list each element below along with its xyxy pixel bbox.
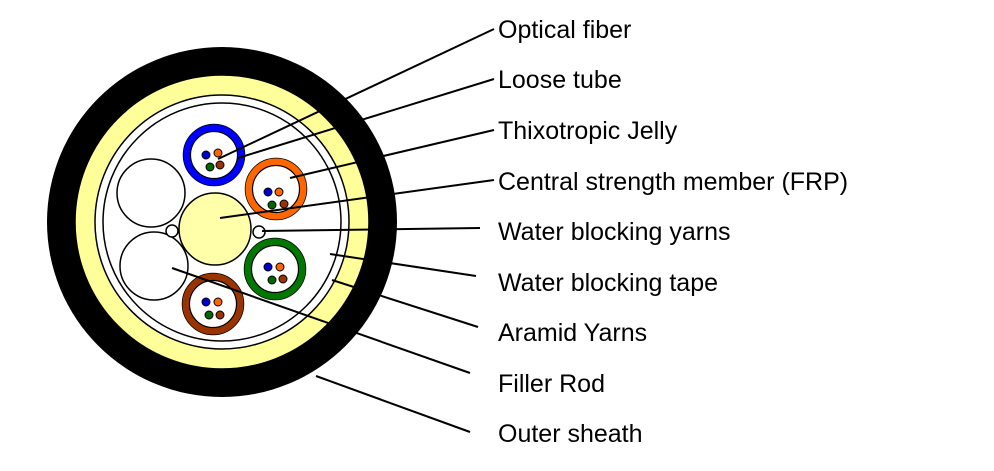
label-central-strength-member: Central strength member (FRP)	[498, 168, 848, 196]
label-loose-tube: Loose tube	[498, 66, 622, 94]
label-outer-sheath: Outer sheath	[498, 420, 643, 448]
label-optical-fiber: Optical fiber	[498, 16, 631, 44]
optical-fiber	[213, 297, 223, 307]
labels: Optical fiber Loose tube Thixotropic Jel…	[498, 16, 848, 448]
loose-tube-orange	[244, 157, 308, 221]
loose-tube-blue	[182, 123, 246, 187]
loose-tube-green	[243, 237, 307, 301]
optical-fiber	[267, 275, 277, 285]
optical-fiber	[278, 274, 288, 284]
optical-fiber	[215, 160, 225, 170]
label-water-blocking-yarns: Water blocking yarns	[498, 218, 731, 246]
optical-fiber	[279, 199, 289, 209]
leader-thixotropic-jelly	[289, 129, 495, 179]
optical-fiber	[274, 187, 284, 197]
optical-fiber	[275, 262, 285, 272]
optical-fiber	[267, 200, 277, 210]
label-aramid-yarns: Aramid Yarns	[498, 319, 647, 347]
optical-fiber	[213, 148, 223, 158]
optical-fiber	[201, 297, 211, 307]
water-blocking-yarn-left	[165, 224, 179, 238]
filler-rod-bottom	[119, 231, 189, 301]
optical-fiber	[263, 187, 273, 197]
optical-fiber	[205, 162, 215, 172]
leader-lines	[171, 28, 495, 433]
leader-central-strength-member	[219, 179, 495, 219]
label-water-blocking-tape: Water blocking tape	[498, 269, 718, 297]
leader-water-blocking-yarns	[261, 227, 481, 232]
filler-rod-top	[116, 158, 186, 228]
optical-fiber	[201, 150, 211, 160]
leader-filler-rod	[171, 267, 471, 374]
label-thixotropic-jelly: Thixotropic Jelly	[498, 117, 678, 145]
leader-aramid-yarns	[331, 279, 479, 328]
optical-fiber	[204, 310, 214, 320]
optical-fiber	[263, 262, 273, 272]
water-blocking-yarn-right	[252, 225, 266, 239]
leader-outer-sheath	[315, 375, 471, 433]
leader-loose-tube	[237, 78, 495, 159]
cable-cross-section	[47, 47, 397, 397]
leader-water-blocking-tape	[329, 253, 477, 277]
leader-optical-fiber	[217, 28, 495, 160]
central-strength-member	[178, 192, 252, 266]
optical-fiber	[215, 310, 225, 320]
label-filler-rod: Filler Rod	[498, 370, 605, 398]
